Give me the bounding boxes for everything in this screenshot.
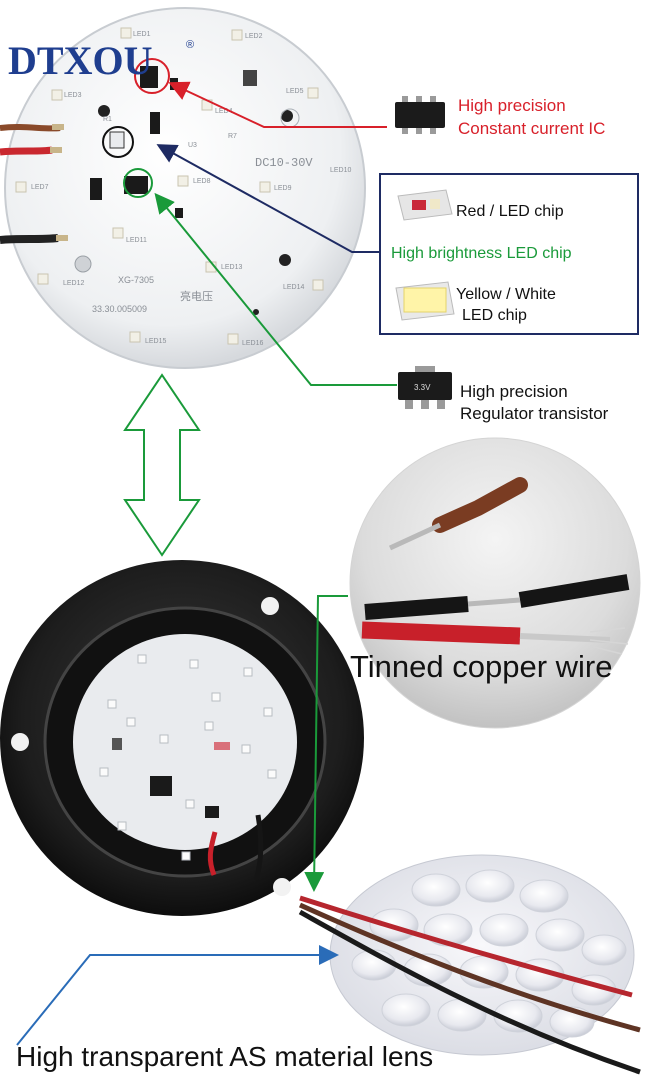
ic-chip-icon xyxy=(395,96,445,134)
component-label: R1 xyxy=(103,116,112,123)
svg-text:DTXOU: DTXOU xyxy=(8,38,152,83)
yellow-white-led-chip-icon xyxy=(395,281,455,321)
assembly-double-arrow xyxy=(123,373,201,557)
wire-callout-arrow xyxy=(304,595,348,892)
led-label: LED2 xyxy=(245,33,263,40)
yellow-white-chip-line2: LED chip xyxy=(462,307,527,324)
red-led-chip-label: Red / LED chip xyxy=(456,203,564,220)
led-label: LED5 xyxy=(286,88,304,95)
led-label: LED9 xyxy=(274,185,292,192)
ic-callout-arrow xyxy=(168,81,387,128)
tinned-wire-label: Tinned copper wire xyxy=(350,649,613,684)
led-label: LED7 xyxy=(31,184,49,191)
component-label: U3 xyxy=(188,142,197,149)
transistor-icon: 3.3V xyxy=(398,366,452,409)
led-chip-callout-arrow xyxy=(156,144,387,253)
lens-label: High transparent AS material lens xyxy=(16,1041,433,1072)
high-brightness-led-label: High brightness LED chip xyxy=(391,245,572,262)
led-label: LED4 xyxy=(215,108,233,115)
transistor-callout-line1: High precision xyxy=(460,382,568,401)
led-label: LED13 xyxy=(221,264,243,271)
assembled-light-photo xyxy=(0,560,364,916)
ic-callout-line1: High precision xyxy=(458,96,566,115)
transistor-callout-line2: Regulator transistor xyxy=(460,404,609,423)
led-label: LED16 xyxy=(242,340,264,347)
ic-callout-line2: Constant current IC xyxy=(458,119,605,138)
brand-logo: DTXOU ® xyxy=(8,38,194,83)
yellow-white-chip-line1: Yellow / White xyxy=(456,286,556,303)
led-label: LED11 xyxy=(126,237,147,244)
led-label: LED10 xyxy=(330,167,352,174)
led-label: LED12 xyxy=(63,280,85,287)
led-label: LED14 xyxy=(283,284,305,291)
svg-text:®: ® xyxy=(186,39,194,51)
led-label: LED1 xyxy=(133,31,151,38)
lens-callout-arrow xyxy=(16,945,339,1046)
transistor-callout-arrow xyxy=(154,192,397,386)
led-label: LED3 xyxy=(64,92,82,99)
component-label: R7 xyxy=(228,133,237,140)
tinned-wire-photo xyxy=(349,437,641,729)
led-label: LED8 xyxy=(193,178,211,185)
led-label: LED15 xyxy=(145,338,167,345)
pcb-voltage-label: DC10-30V xyxy=(255,156,313,170)
pcb-model-code: XG-7305 xyxy=(118,275,154,285)
pcb-chinese-text: 亮电压 xyxy=(180,289,213,303)
red-led-chip-icon xyxy=(397,189,453,221)
pcb-serial-number: 33.30.005009 xyxy=(92,304,147,314)
pcb-board: DC10-30V XG-7305 33.30.005009 亮电压 LED1 L… xyxy=(0,7,366,369)
svg-text:3.3V: 3.3V xyxy=(414,383,431,392)
lens-photo xyxy=(298,854,641,1075)
